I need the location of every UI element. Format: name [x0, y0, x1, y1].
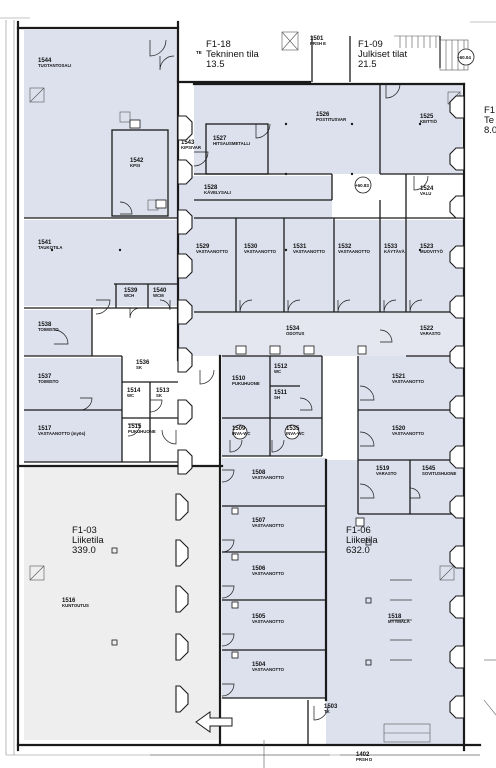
room-1526-fill: [194, 84, 462, 174]
room-1541-fill: [24, 220, 178, 306]
abbr-te: TE: [196, 50, 202, 55]
room-1544-fill: [24, 30, 178, 218]
room-1517-note: (myös): [71, 431, 86, 437]
level-marker-a: +60.83: [355, 183, 369, 188]
level-marker-b: +60.04: [457, 55, 471, 60]
